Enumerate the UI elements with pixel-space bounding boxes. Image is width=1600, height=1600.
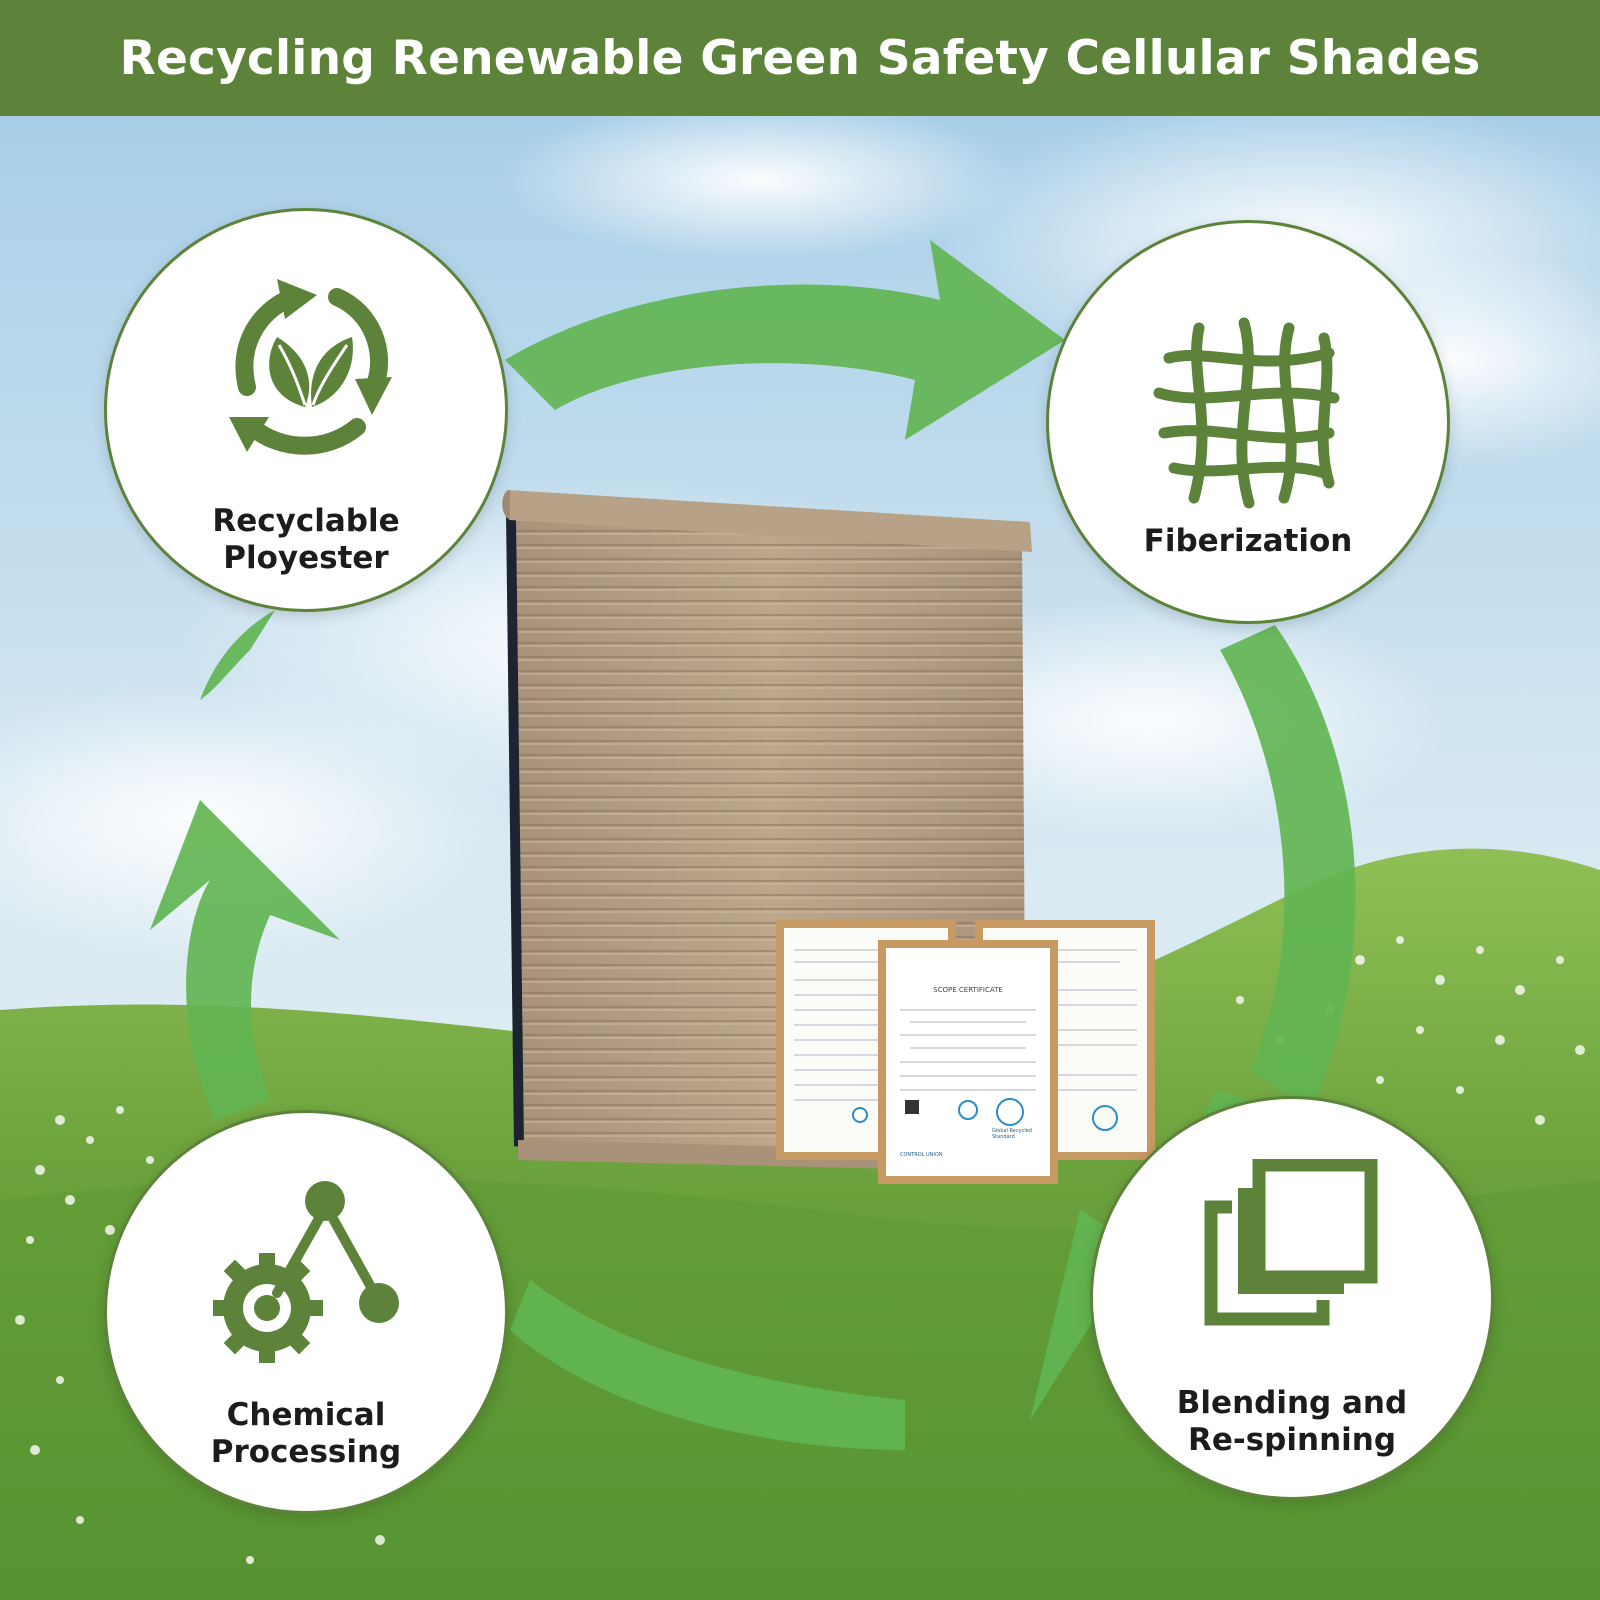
step-label-line1: Chemical (226, 1397, 386, 1433)
layered-squares-icon (1204, 1159, 1378, 1326)
fiber-mesh-icon (1153, 317, 1340, 509)
step-badge-fiberization: Fiberization (1046, 220, 1450, 624)
step-label-line2: Re-spinning (1187, 1422, 1397, 1458)
step-badge-chemical-processing: Chemical Processing (104, 1110, 508, 1514)
title-banner: Recycling Renewable Green Safety Cellula… (0, 0, 1600, 116)
step-label-line2: Processing (210, 1434, 402, 1470)
certificate-frames (776, 920, 1155, 1184)
step-badge-recyclable-polyester: Recyclable Ployester (104, 208, 508, 612)
page-title: Recycling Renewable Green Safety Cellula… (119, 30, 1481, 86)
gear-molecule-icon (213, 1181, 399, 1363)
recycle-leaf-icon (229, 279, 392, 455)
step-label-line1: Recyclable (212, 503, 400, 539)
step-badge-blending-respinning: Blending and Re-spinning (1090, 1096, 1494, 1500)
certificate-footer-brand: CONTROL UNION (900, 1152, 943, 1158)
certificate-standard-badge: Global Recycled Standard (992, 1128, 1032, 1140)
step-label-line1: Fiberization (1143, 523, 1353, 559)
step-label-line2: Ployester (223, 540, 389, 576)
step-label-line1: Blending and (1176, 1385, 1408, 1421)
certificate-heading: SCOPE CERTIFICATE (933, 986, 1003, 994)
